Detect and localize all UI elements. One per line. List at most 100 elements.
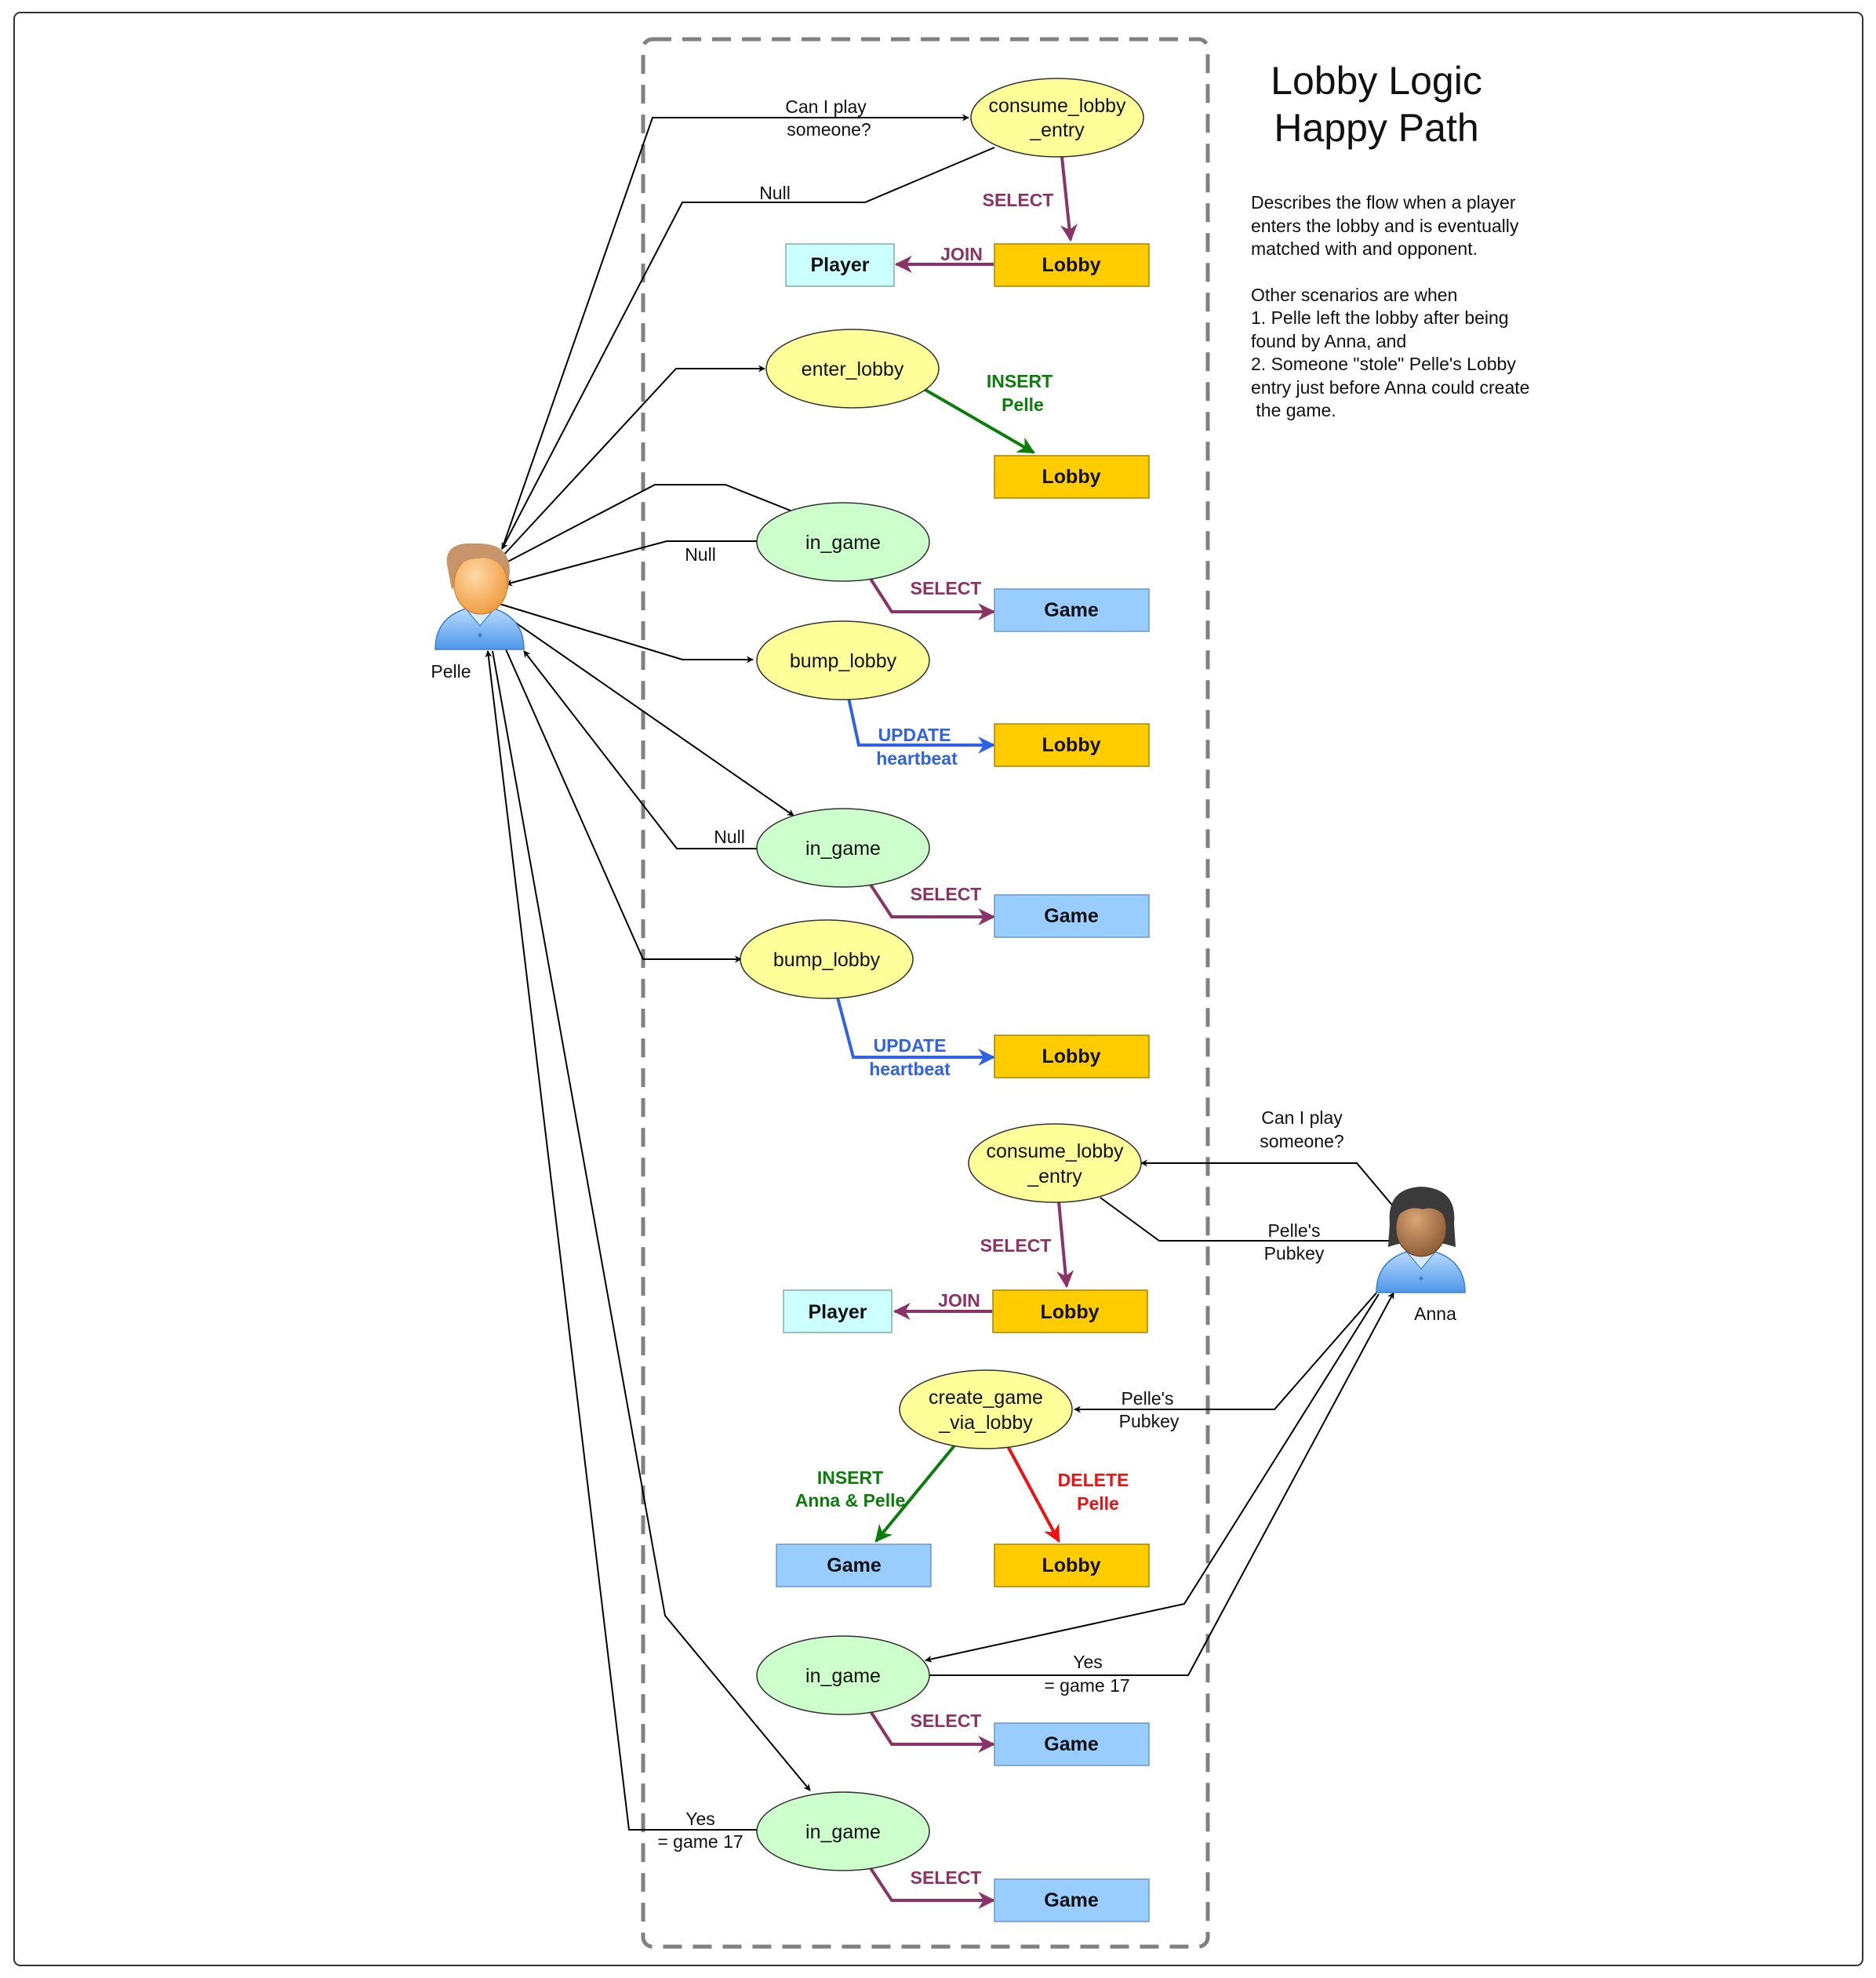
label-can-i-play-2: someone? <box>1260 1131 1343 1151</box>
table-label: Game <box>1044 599 1099 621</box>
func-in-game: in_game <box>756 502 930 582</box>
func-label: bump_lobby <box>790 650 897 672</box>
func-label: in_game <box>805 1821 881 1843</box>
edge-yes-2 <box>485 650 757 1831</box>
edge-yes-1 <box>929 1292 1394 1676</box>
edge-update-1 <box>847 697 996 754</box>
description-line: the game. <box>1251 400 1336 420</box>
op-update-target: heartbeat <box>869 1059 951 1079</box>
edge-select-2 <box>869 577 996 620</box>
description-line: 1. Pelle left the lobby after being <box>1251 307 1509 328</box>
title-line-2: Happy Path <box>1274 106 1478 150</box>
label-null-2: Null <box>685 544 716 565</box>
table-game: Game <box>994 588 1150 632</box>
table-lobby: Lobby <box>992 1289 1148 1333</box>
edge-select-1 <box>1060 156 1078 242</box>
table-label: Lobby <box>1041 1301 1100 1323</box>
func-label: _via_lobby <box>938 1412 1033 1434</box>
actor-label: Anna <box>1414 1304 1456 1324</box>
label-can-i-play-1: Can I play <box>785 96 867 117</box>
table-player: Player <box>785 243 895 287</box>
table-lobby: Lobby <box>994 723 1150 767</box>
description-line: 2. Someone "stole" Pelle's Lobby <box>1251 354 1516 374</box>
table-label: Game <box>1044 905 1099 927</box>
title-line-1: Lobby Logic <box>1271 59 1482 103</box>
edge-insert-1 <box>922 387 1035 454</box>
label-can-i-play-2: Can I play <box>1261 1107 1343 1128</box>
table-lobby: Lobby <box>994 1543 1150 1587</box>
op-select: SELECT <box>911 884 982 904</box>
user-icon <box>1376 1187 1466 1293</box>
table-lobby: Lobby <box>994 1034 1150 1078</box>
table-lobby: Lobby <box>994 455 1150 499</box>
func-label: _entry <box>1027 1165 1082 1187</box>
description-line: enters the lobby and is eventually <box>1251 216 1519 236</box>
func-label: create_game <box>929 1387 1043 1409</box>
table-game: Game <box>994 1722 1150 1766</box>
func-in-game: in_game <box>756 1635 930 1715</box>
edge-can-i-play-2 <box>1140 1159 1395 1209</box>
func-consume-lobby-entry: consume_lobby _entry <box>970 78 1144 158</box>
edge-delete-1 <box>1006 1445 1060 1543</box>
op-insert-target: Anna & Pelle <box>795 1490 906 1511</box>
label-null-3: Null <box>714 827 745 847</box>
edge-select-4 <box>1056 1201 1074 1289</box>
func-create-game-via-lobby: create_game _via_lobby <box>899 1369 1073 1449</box>
actor-anna: Anna <box>1376 1187 1466 1324</box>
op-join: JOIN <box>938 1290 980 1311</box>
function-nodes: consume_lobby _entry enter_lobby in_game… <box>740 78 1144 1871</box>
edge-in-game-4 <box>492 650 811 1791</box>
func-consume-lobby-entry: consume_lobby _entry <box>968 1123 1142 1203</box>
label-can-i-play-1: someone? <box>787 119 871 140</box>
op-insert: INSERT <box>987 371 1053 391</box>
label-pelles-pubkey-2: Pubkey <box>1119 1411 1180 1431</box>
edge-enter-lobby <box>501 365 765 558</box>
table-player: Player <box>783 1289 893 1333</box>
op-select: SELECT <box>983 190 1054 210</box>
table-label: Game <box>827 1554 882 1576</box>
op-select: SELECT <box>911 1711 982 1731</box>
edge-null-1 <box>501 147 995 550</box>
edge-update-2 <box>836 997 996 1066</box>
op-update: UPDATE <box>878 725 951 745</box>
actor-edges <box>485 114 1395 1831</box>
edge-select-3 <box>869 883 996 925</box>
op-select: SELECT <box>980 1235 1052 1256</box>
op-update: UPDATE <box>874 1035 947 1056</box>
label-yes-2: Yes <box>685 1809 715 1829</box>
label-yes-2: = game 17 <box>657 1831 743 1852</box>
label-pelles-pubkey-1: Pubkey <box>1264 1243 1325 1264</box>
operation-labels: SELECT JOIN INSERT Pelle SELECT UPDATE h… <box>795 190 1129 1888</box>
table-label: Lobby <box>1042 734 1101 756</box>
actor-pelle: Pelle <box>431 543 525 682</box>
table-label: Game <box>1044 1733 1099 1755</box>
func-in-game: in_game <box>756 808 930 888</box>
edge-null-3 <box>523 650 757 849</box>
edge-can-i-play-1 <box>501 114 969 550</box>
func-bump-lobby: bump_lobby <box>756 620 930 700</box>
outer-frame <box>13 12 1863 1966</box>
db-operation-edges <box>836 156 1078 1909</box>
edge-select-6 <box>869 1867 996 1909</box>
label-pelles-pubkey-2: Pelle's <box>1121 1388 1173 1409</box>
op-join: JOIN <box>940 244 983 264</box>
edge-in-game-3 <box>925 1293 1380 1663</box>
description: Describes the flow when a player enters … <box>1251 192 1529 420</box>
op-select: SELECT <box>911 578 982 598</box>
table-label: Player <box>810 254 869 276</box>
table-game: Game <box>776 1543 932 1587</box>
func-enter-lobby: enter_lobby <box>765 329 940 409</box>
label-yes-1: = game 17 <box>1044 1675 1129 1696</box>
description-line: entry just before Anna could create <box>1251 377 1529 398</box>
func-label: consume_lobby <box>986 1140 1124 1162</box>
func-bump-lobby: bump_lobby <box>740 919 914 999</box>
table-game: Game <box>994 1878 1150 1922</box>
func-label: in_game <box>805 532 881 554</box>
edge-insert-2 <box>874 1443 957 1543</box>
tables: Player Lobby Lobby Game Lobby Game Lobby <box>776 243 1150 1922</box>
func-in-game: in_game <box>756 1791 930 1871</box>
edge-bump-lobby-2 <box>505 649 742 963</box>
table-label: Lobby <box>1042 1554 1101 1576</box>
table-lobby: Lobby <box>994 243 1150 287</box>
edge-bump-lobby-1 <box>499 603 754 664</box>
